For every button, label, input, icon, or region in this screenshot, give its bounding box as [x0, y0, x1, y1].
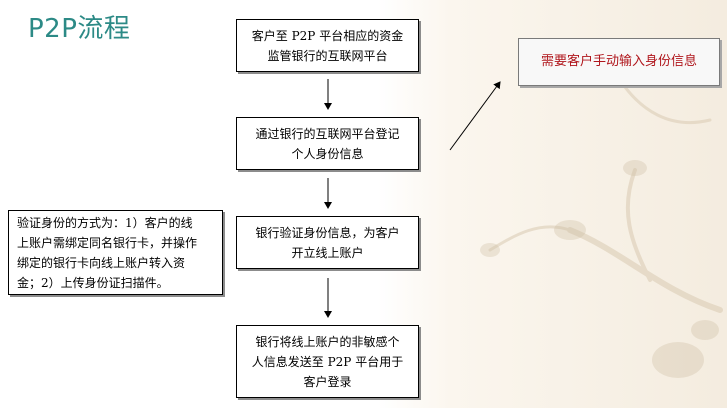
verification-method-text: 验证身份的方式为：1）客户的线 上账户需绑定同名银行卡，并操作 绑定的银行卡向线…	[17, 215, 198, 290]
flow-step-3-text: 银行验证身份信息，为客户 开立线上账户	[255, 225, 400, 260]
flow-step-4-box: 银行将线上账户的非敏感个 人信息发送至 P2P 平台用于 客户登录	[236, 325, 419, 398]
flow-step-3-box: 银行验证身份信息，为客户 开立线上账户	[236, 216, 419, 269]
flow-step-1-text: 客户至 P2P 平台相应的资金 监管银行的互联网平台	[251, 28, 404, 63]
verification-method-note: 验证身份的方式为：1）客户的线 上账户需绑定同名银行卡，并操作 绑定的银行卡向线…	[8, 210, 223, 295]
slide-title: P2P流程	[28, 14, 131, 44]
flow-step-2-box: 通过银行的互联网平台登记 个人身份信息	[236, 117, 419, 170]
manual-input-callout: 需要客户手动输入身份信息	[518, 38, 720, 86]
manual-input-text: 需要客户手动输入身份信息	[540, 54, 697, 69]
flow-step-4-text: 银行将线上账户的非敏感个 人信息发送至 P2P 平台用于 客户登录	[251, 334, 404, 389]
flow-step-2-text: 通过银行的互联网平台登记 个人身份信息	[255, 126, 400, 161]
flow-step-1-box: 客户至 P2P 平台相应的资金 监管银行的互联网平台	[236, 19, 419, 72]
